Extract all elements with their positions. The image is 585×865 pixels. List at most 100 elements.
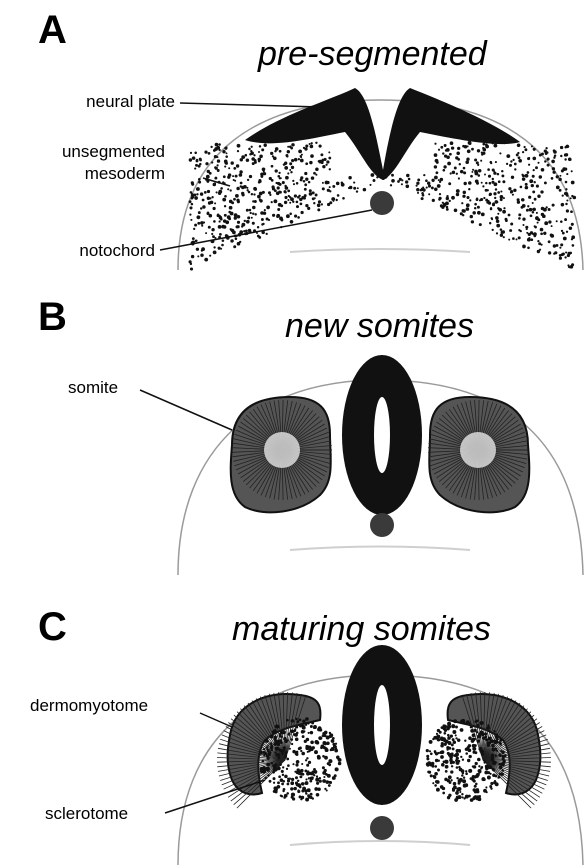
- stipple-dot: [310, 776, 314, 780]
- stipple-dot: [567, 252, 570, 255]
- stipple-dot: [282, 181, 285, 184]
- stipple-dot: [191, 197, 194, 200]
- stipple-dot: [293, 183, 295, 185]
- stipple-dot: [215, 143, 219, 147]
- panel-title-a: pre-segmented: [258, 35, 487, 74]
- stipple-dot: [353, 182, 355, 184]
- stipple-dot: [531, 145, 533, 147]
- stipple-dot: [391, 174, 394, 177]
- stipple-dot: [336, 199, 338, 201]
- stipple-dot: [305, 144, 308, 147]
- stipple-dot: [464, 182, 467, 185]
- stipple-dot: [478, 773, 480, 775]
- stipple-dot: [532, 190, 535, 193]
- stipple-dot: [520, 186, 523, 189]
- stipple-dot: [447, 736, 451, 740]
- stipple-dot: [257, 226, 259, 228]
- stipple-dot: [243, 230, 245, 232]
- stipple-dot: [471, 171, 473, 173]
- stipple-dot: [190, 267, 193, 270]
- stipple-dot: [486, 742, 489, 745]
- stipple-dot: [503, 142, 505, 144]
- stipple-dot: [430, 774, 433, 777]
- stipple-dot: [317, 208, 320, 211]
- stipple-dot: [259, 751, 263, 755]
- stipple-dot: [242, 223, 246, 227]
- stipple-dot: [308, 181, 311, 184]
- stipple-dot: [189, 206, 192, 209]
- stipple-dot: [493, 170, 495, 172]
- stipple-dot: [261, 223, 263, 225]
- stipple-dot: [228, 167, 230, 169]
- stipple-dot: [246, 220, 250, 224]
- stipple-dot: [533, 169, 535, 171]
- stipple-dot: [471, 148, 474, 151]
- stipple-dot: [452, 738, 455, 741]
- stipple-dot: [480, 198, 483, 201]
- stipple-dot: [265, 746, 268, 749]
- stipple-dot: [298, 158, 300, 160]
- stipple-dot: [564, 218, 567, 221]
- stipple-dot: [524, 148, 527, 151]
- stipple-dot: [485, 767, 489, 771]
- stipple-dot: [196, 159, 199, 162]
- stipple-dot: [570, 197, 572, 199]
- stipple-dot: [281, 783, 284, 786]
- neural-tube-lumen: [374, 685, 390, 765]
- stipple-dot: [301, 789, 304, 792]
- stipple-dot: [312, 197, 315, 200]
- stipple-dot: [266, 217, 269, 220]
- stipple-dot: [310, 725, 313, 728]
- stipple-dot: [559, 189, 562, 192]
- stipple-dot: [547, 164, 550, 167]
- stipple-dot: [317, 787, 320, 790]
- stipple-dot: [492, 203, 495, 206]
- stipple-dot: [271, 201, 273, 203]
- stipple-dot: [447, 796, 450, 799]
- stipple-dot: [319, 728, 322, 731]
- stipple-dot: [480, 767, 482, 769]
- stipple-dot: [221, 244, 224, 247]
- stipple-dot: [442, 152, 444, 154]
- stipple-dot: [307, 788, 311, 792]
- stipple-dot: [276, 747, 279, 750]
- stipple-dot: [469, 755, 472, 758]
- stipple-dot: [470, 798, 474, 802]
- stipple-dot: [371, 173, 375, 177]
- stipple-dot: [500, 750, 502, 752]
- stipple-dot: [236, 164, 239, 167]
- stipple-dot: [463, 171, 466, 174]
- stipple-dot: [266, 233, 268, 235]
- stipple-dot: [468, 748, 472, 752]
- stipple-dot: [254, 200, 257, 203]
- stipple-dot: [310, 772, 314, 776]
- stipple-dot: [287, 146, 289, 148]
- stipple-dot: [211, 228, 214, 231]
- stipple-dot: [239, 241, 241, 243]
- stipple-dot: [298, 748, 300, 750]
- stipple-dot: [491, 217, 493, 219]
- stipple-dot: [274, 189, 277, 192]
- stipple-dot: [462, 209, 466, 213]
- stipple-dot: [452, 171, 455, 174]
- panel-b: B new somites somite: [0, 285, 585, 575]
- stipple-dot: [442, 202, 444, 204]
- stipple-dot: [426, 749, 429, 752]
- stipple-dot: [467, 149, 471, 153]
- stipple-dot: [487, 776, 491, 780]
- stipple-dot: [291, 719, 295, 723]
- stipple-dot: [534, 181, 536, 183]
- stipple-dot: [301, 752, 305, 756]
- stipple-dot: [190, 152, 192, 154]
- stipple-dot: [298, 771, 302, 775]
- stipple-dot: [406, 185, 410, 189]
- stipple-dot: [303, 197, 306, 200]
- stipple-dot: [305, 717, 309, 721]
- label-neural-plate: neural plate: [40, 92, 175, 112]
- stipple-dot: [512, 159, 514, 161]
- stipple-dot: [455, 791, 459, 795]
- stipple-dot: [446, 156, 450, 160]
- stipple-dot: [284, 166, 288, 170]
- stipple-dot: [465, 752, 468, 755]
- stipple-dot: [566, 209, 569, 212]
